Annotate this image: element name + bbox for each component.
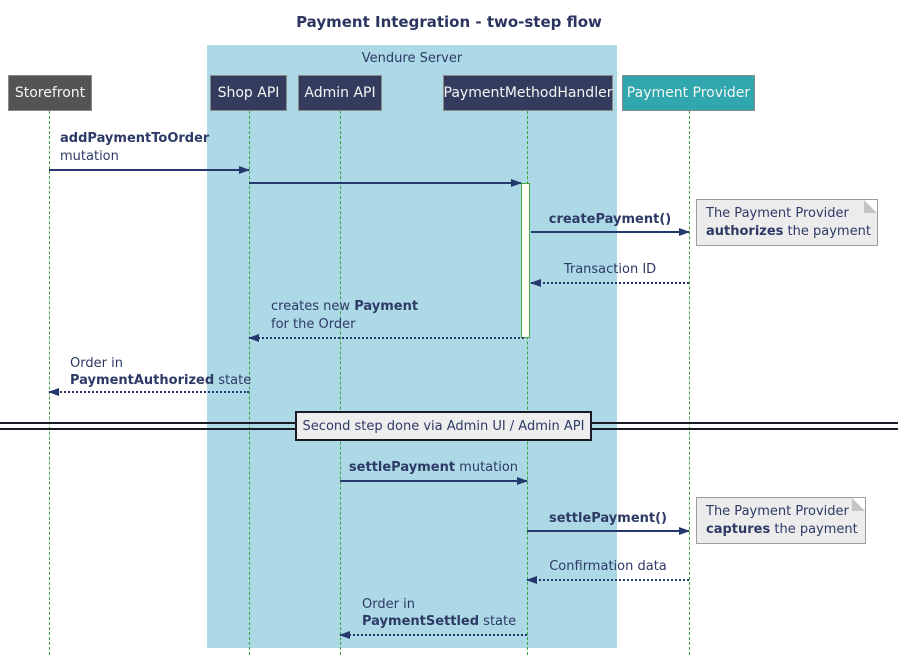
participant-shop-api: Shop API: [210, 75, 287, 111]
participant-admin-api: Admin API: [298, 75, 382, 111]
order-authorized-post: state: [214, 373, 252, 388]
note-capture-line1: The Payment Provider: [706, 504, 849, 519]
message-label-order-settled-line2: PaymentSettled state: [362, 614, 516, 630]
message-arrow-shop-to-handler: [249, 179, 522, 187]
message-label-settle-call: settlePayment(): [549, 511, 667, 526]
arrowhead-left-icon: [339, 631, 350, 639]
diagram-title: Payment Integration - two-step flow: [296, 13, 602, 31]
message-label-transaction-id: Transaction ID: [563, 262, 657, 277]
arrowhead-left-icon: [526, 576, 537, 584]
message-label-confirmation: Confirmation data: [549, 559, 667, 574]
message-arrow-order-settled: [339, 631, 527, 639]
participant-payment-provider: Payment Provider: [622, 75, 755, 111]
arrowhead-right-icon: [239, 166, 250, 174]
lifeline-storefront: [49, 111, 50, 655]
note-authorize-bold: authorizes: [706, 224, 784, 239]
vendure-server-frame-label: Vendure Server: [361, 51, 463, 66]
lifeline-payment-method-handler: [527, 111, 528, 655]
message-label-creates-payment-line1: creates new Payment: [271, 299, 418, 315]
message-label-order-authorized-line1: Order in: [70, 356, 123, 371]
order-authorized-bold: PaymentAuthorized: [70, 373, 215, 388]
activation-bar: [521, 183, 530, 338]
note-authorize-line1: The Payment Provider: [706, 206, 849, 221]
message-arrow-settle-call: [527, 527, 690, 535]
arrowhead-right-icon: [517, 477, 528, 485]
divider-box: Second step done via Admin UI / Admin AP…: [295, 411, 592, 441]
lifeline-admin-api: [340, 111, 341, 655]
note-authorize-post: the payment: [783, 224, 871, 239]
message-arrow-creates-payment: [248, 334, 524, 342]
note-capture-post: the payment: [770, 522, 858, 537]
lifeline-shop-api: [249, 111, 250, 655]
order-settled-bold: PaymentSettled: [362, 614, 480, 629]
arrowhead-left-icon: [48, 388, 59, 396]
participant-payment-method-handler: PaymentMethodHandler: [443, 75, 613, 111]
arrowhead-right-icon: [511, 179, 522, 187]
order-settled-post: state: [479, 614, 517, 629]
message-label-add-payment-bold: addPaymentToOrder: [60, 131, 210, 146]
participant-storefront: Storefront: [8, 75, 92, 111]
lifeline-payment-provider: [689, 111, 690, 655]
note-capture: The Payment Provider captures the paymen…: [696, 497, 866, 544]
message-label-settle-mutation: settlePayment mutation: [340, 460, 527, 476]
arrowhead-left-icon: [248, 334, 259, 342]
message-arrow-create-payment: [531, 228, 690, 236]
note-authorize: The Payment Provider authorizes the paym…: [696, 199, 878, 246]
arrowhead-left-icon: [530, 279, 541, 287]
note-capture-bold: captures: [706, 522, 771, 537]
message-arrow-add-payment: [49, 166, 250, 174]
message-arrow-settle-mutation: [340, 477, 528, 485]
settle-mutation-bold: settlePayment: [348, 460, 456, 475]
message-arrow-confirmation: [526, 576, 689, 584]
message-label-order-settled-line1: Order in: [362, 597, 415, 612]
message-label-create-payment: createPayment(): [548, 212, 672, 227]
vendure-server-frame: [207, 45, 617, 648]
message-arrow-order-authorized: [48, 388, 249, 396]
message-arrow-transaction-id: [530, 279, 689, 287]
settle-mutation-post: mutation: [455, 460, 519, 475]
arrowhead-right-icon: [679, 228, 690, 236]
creates-payment-bold: Payment: [354, 299, 419, 314]
creates-payment-pre: creates new: [271, 299, 355, 314]
message-label-add-payment-plain: mutation: [60, 149, 119, 164]
arrowhead-right-icon: [679, 527, 690, 535]
message-label-order-authorized-line2: PaymentAuthorized state: [70, 373, 251, 389]
message-label-creates-payment-line2: for the Order: [271, 317, 356, 332]
